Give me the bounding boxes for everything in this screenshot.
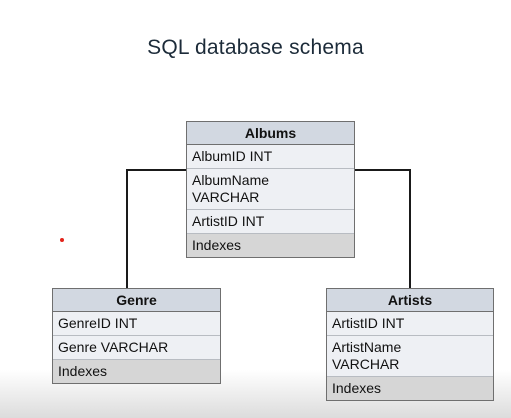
table-genre-header: Genre — [53, 289, 220, 312]
table-artists-header: Artists — [327, 289, 493, 312]
table-artists-indexes: Indexes — [327, 377, 493, 400]
field-albumname: AlbumName VARCHAR — [187, 169, 354, 210]
connector-albums-genre — [126, 169, 187, 288]
table-genre-indexes: Indexes — [53, 360, 220, 383]
table-albums-header: Albums — [187, 122, 354, 145]
pointer-marker — [60, 238, 64, 242]
field-genre: Genre VARCHAR — [53, 336, 220, 360]
table-genre[interactable]: Genre GenreID INT Genre VARCHAR Indexes — [52, 288, 221, 384]
field-artistname: ArtistName VARCHAR — [327, 336, 493, 377]
field-albumid: AlbumID INT — [187, 145, 354, 169]
field-artistid: ArtistID INT — [327, 312, 493, 336]
table-albums[interactable]: Albums AlbumID INT AlbumName VARCHAR Art… — [186, 121, 355, 258]
field-artistid: ArtistID INT — [187, 210, 354, 234]
table-albums-indexes: Indexes — [187, 234, 354, 257]
field-genreid: GenreID INT — [53, 312, 220, 336]
table-artists[interactable]: Artists ArtistID INT ArtistName VARCHAR … — [326, 288, 494, 401]
connector-albums-artists — [354, 169, 411, 288]
diagram-title: SQL database schema — [147, 36, 364, 59]
